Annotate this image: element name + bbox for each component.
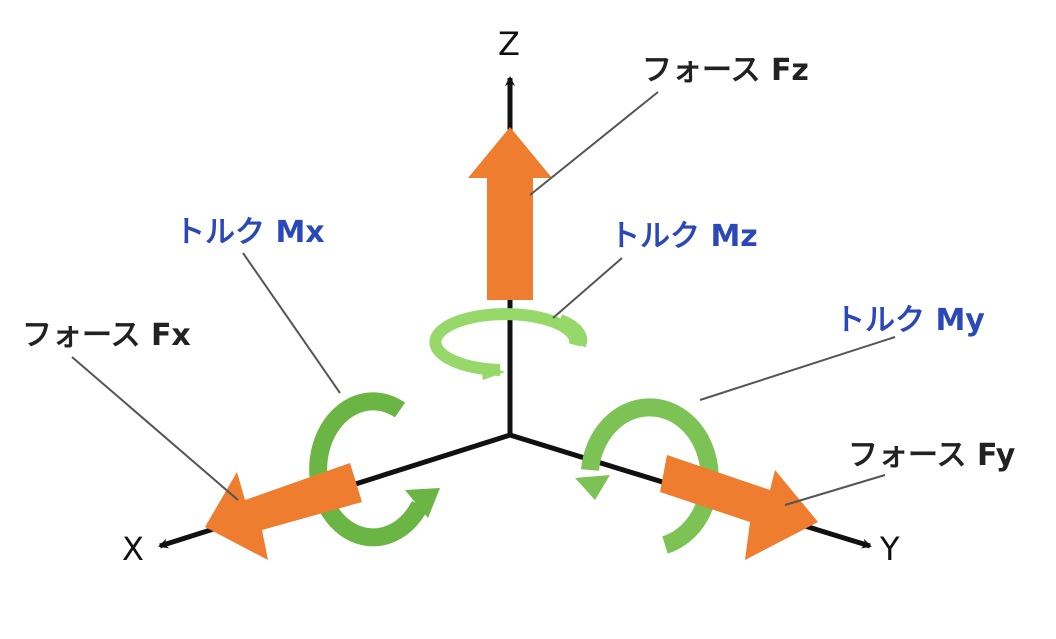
force-fx-arrow-icon <box>205 463 362 560</box>
torque-mx-label: トルク Mx <box>175 215 325 250</box>
torque-mz-ring-icon <box>429 308 588 380</box>
torque-my-label: トルク My <box>835 303 985 338</box>
force-fy-label: フォース Fy <box>848 438 1016 473</box>
axis-y-label: Y <box>879 530 900 568</box>
axis-z-label: Z <box>498 25 520 63</box>
torque-mz-label: トルク Mz <box>610 219 758 254</box>
force-fz-label: フォース Fz <box>642 53 809 88</box>
leader-mx <box>242 252 341 394</box>
leader-my <box>699 336 896 401</box>
leader-fz <box>529 91 659 196</box>
axis-x-label: X <box>122 530 144 568</box>
torque-my-ring-icon <box>575 398 719 554</box>
force-fy-arrow-icon <box>660 455 818 560</box>
leader-mz <box>552 257 623 319</box>
force-fx-label: フォース Fx <box>22 318 191 353</box>
leader-fy <box>784 474 886 506</box>
leader-fx <box>71 356 239 501</box>
force-fz-arrow-icon <box>468 127 552 300</box>
